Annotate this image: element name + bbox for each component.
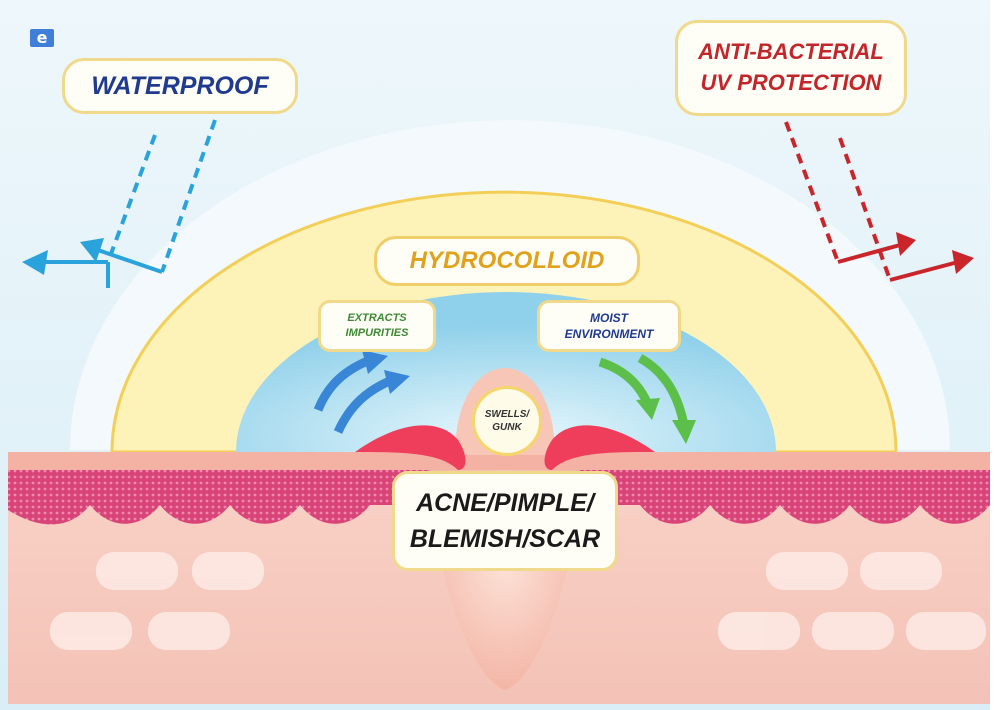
hydrocolloid-text: HYDROCOLLOID bbox=[409, 247, 605, 274]
waterproof-label: WATERPROOF bbox=[62, 58, 298, 114]
bacteria-arrowhead-1 bbox=[896, 232, 916, 256]
antibacterial-arrows bbox=[784, 121, 959, 282]
acne-label: ACNE/PIMPLE/ BLEMISH/SCAR bbox=[392, 471, 618, 571]
skin-cells bbox=[50, 552, 986, 650]
extracts-line1: EXTRACTS bbox=[347, 312, 407, 325]
swells-line2: GUNK bbox=[492, 422, 522, 433]
waterproof-text: WATERPROOF bbox=[91, 71, 269, 100]
extract-arrows bbox=[313, 350, 410, 434]
extracts-line2: IMPURITIES bbox=[345, 327, 409, 339]
moist-line1: MOIST bbox=[590, 310, 628, 325]
acne-line1: ACNE/PIMPLE/ bbox=[416, 488, 594, 517]
skin-surface bbox=[8, 452, 990, 470]
waterproof-arrows bbox=[38, 119, 217, 288]
brand-logo: e bbox=[30, 29, 54, 47]
swells-line1: SWELLS/ bbox=[484, 409, 530, 420]
moist-line2: ENVIRONMENT bbox=[564, 327, 654, 341]
inflammation-right bbox=[544, 425, 655, 470]
antibacterial-line1: ANTI-BACTERIAL bbox=[698, 39, 884, 65]
water-arrowhead-1 bbox=[22, 250, 48, 275]
antibacterial-label: ANTI-BACTERIAL UV PROTECTION bbox=[675, 20, 907, 116]
antibacterial-line2: UV PROTECTION bbox=[700, 70, 882, 95]
inflammation-left bbox=[355, 425, 466, 470]
extracts-impurities-label: EXTRACTS IMPURITIES bbox=[318, 300, 436, 352]
moist-environment-label: MOIST ENVIRONMENT bbox=[537, 300, 681, 352]
moist-arrows bbox=[598, 354, 696, 444]
water-arrowhead-2 bbox=[80, 238, 104, 262]
acne-line2: BLEMISH/SCAR bbox=[409, 525, 601, 553]
bacteria-arrowhead-2 bbox=[952, 250, 974, 274]
swells-gunk-label: SWELLS/ GUNK bbox=[472, 386, 542, 456]
hydrocolloid-label: HYDROCOLLOID bbox=[374, 236, 640, 286]
